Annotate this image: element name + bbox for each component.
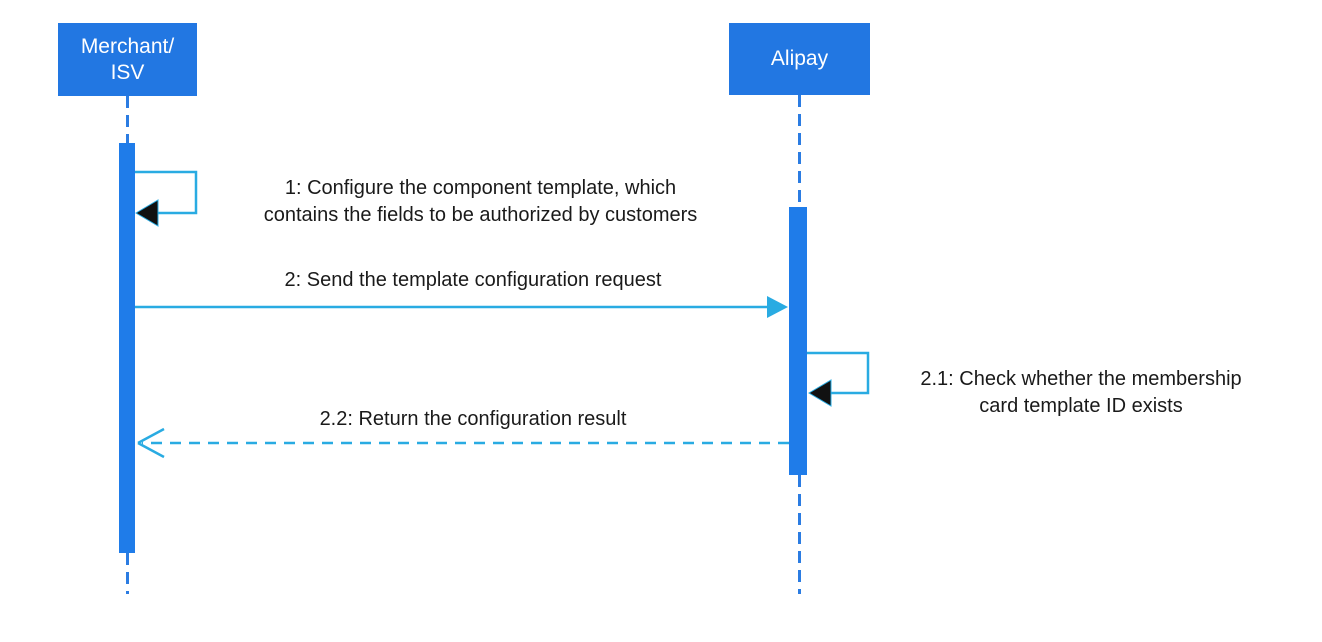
message-2-2-open-arrowhead bbox=[137, 427, 165, 459]
message-1-label-line1: 1: Configure the component template, whi… bbox=[284, 177, 677, 199]
actor-merchant-label-line2: ISV bbox=[110, 60, 145, 84]
actor-merchant-isv: Merchant/ ISV bbox=[58, 23, 197, 96]
message-2-1-self-loop-line bbox=[807, 351, 870, 395]
merchant-activation-bar bbox=[119, 143, 135, 553]
message-2-label: 2: Send the template configuration reque… bbox=[284, 269, 662, 291]
message-1-arrowhead bbox=[135, 199, 159, 227]
message-2-1-label-line1: 2.1: Check whether the membership bbox=[920, 368, 1242, 390]
message-2-1-label: 2.1: Check whether the membership card t… bbox=[876, 366, 1286, 420]
message-2-1-arrowhead bbox=[808, 379, 832, 407]
alipay-activation-bar bbox=[789, 207, 807, 475]
message-2-arrowhead bbox=[767, 296, 788, 318]
actor-alipay-label: Alipay bbox=[770, 47, 829, 70]
message-1-self-loop-line bbox=[135, 170, 198, 215]
actor-merchant-label-line1: Merchant/ bbox=[80, 34, 175, 58]
actor-alipay: Alipay bbox=[729, 23, 870, 95]
message-2-1-label-line2: card template ID exists bbox=[979, 395, 1183, 417]
message-1-label-line2: contains the fields to be authorized by … bbox=[263, 204, 698, 226]
message-1-label: 1: Configure the component template, whi… bbox=[193, 175, 768, 229]
message-2-2-label: 2.2: Return the configuration result bbox=[319, 408, 627, 430]
